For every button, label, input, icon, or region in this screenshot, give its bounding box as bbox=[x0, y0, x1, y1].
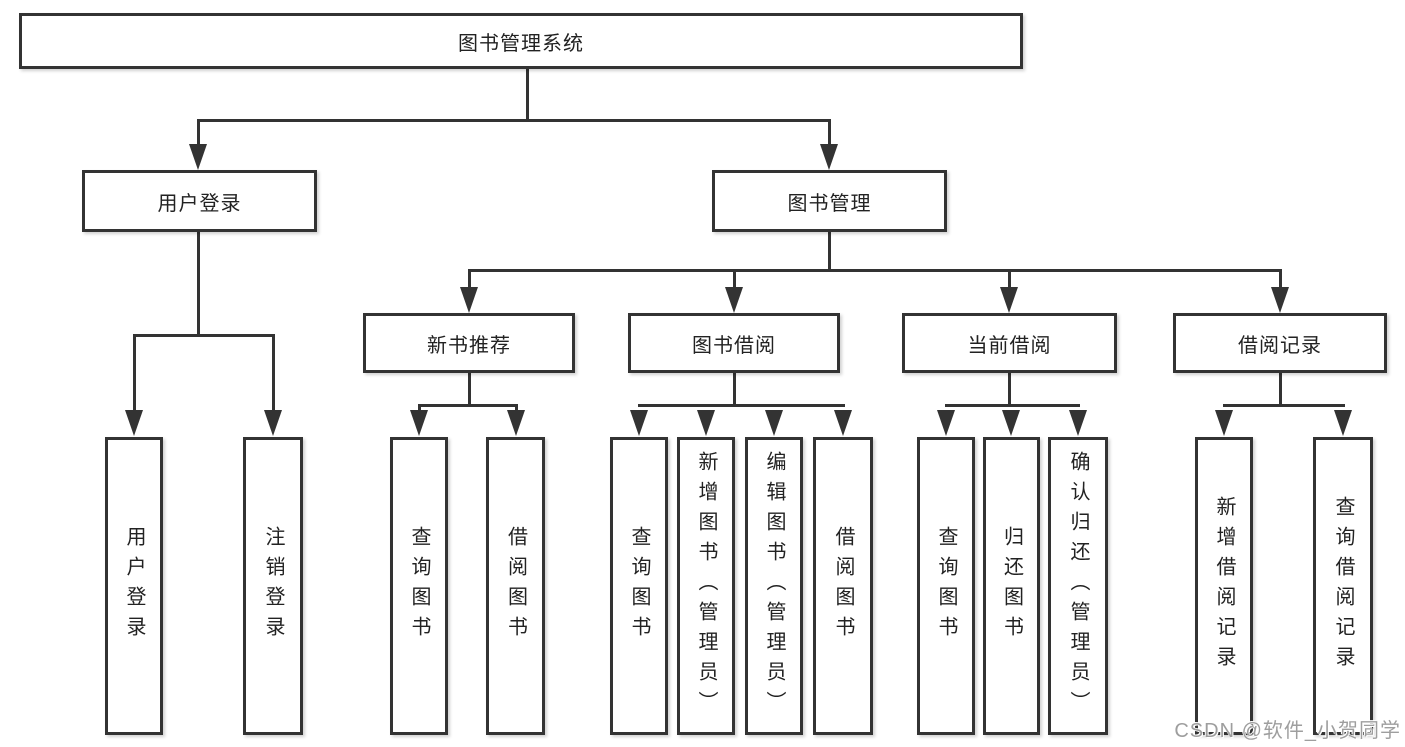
connector-stem-level3 bbox=[468, 269, 471, 290]
leaf-add-borrow-record-label: 新增借阅记录 bbox=[1213, 496, 1235, 676]
connector-new-book-branch bbox=[418, 404, 518, 407]
leaf-confirm-return-admin-label: 确认归还（管理员） bbox=[1067, 451, 1089, 721]
connector-current-borrow-drop bbox=[1008, 373, 1011, 406]
leaf-query-book-recommend-label: 查询图书 bbox=[408, 526, 430, 646]
connector-stem-level3 bbox=[1008, 269, 1011, 290]
node-current-borrow-label: 当前借阅 bbox=[967, 334, 1052, 357]
node-book-management-label: 图书管理 bbox=[787, 192, 872, 215]
arrow-down-icon bbox=[264, 410, 282, 436]
arrow-down-icon bbox=[1271, 287, 1289, 313]
arrow-down-icon bbox=[937, 410, 955, 436]
node-current-borrow: 当前借阅 bbox=[902, 313, 1117, 373]
arrow-down-icon bbox=[834, 410, 852, 436]
arrow-down-icon bbox=[725, 287, 743, 313]
connector-book-borrow-branch bbox=[638, 404, 845, 407]
arrow-down-icon bbox=[1069, 410, 1087, 436]
leaf-query-book-borrow: 查询图书 bbox=[610, 437, 668, 735]
leaf-return-book-label: 归还图书 bbox=[1000, 526, 1023, 646]
leaf-query-book-borrow-label: 查询图书 bbox=[628, 526, 650, 646]
connector-stem-user-login bbox=[197, 119, 200, 148]
leaf-query-borrow-record-label: 查询借阅记录 bbox=[1332, 496, 1354, 676]
leaf-user-login: 用户登录 bbox=[105, 437, 163, 735]
arrow-down-icon bbox=[507, 410, 525, 436]
connector-stem-level3 bbox=[733, 269, 736, 290]
leaf-add-book-admin-label: 新增图书（管理员） bbox=[695, 451, 717, 721]
leaf-logout-label: 注销登录 bbox=[262, 526, 284, 646]
connector-user-login-drop bbox=[197, 232, 200, 336]
connector-root-drop bbox=[526, 69, 529, 120]
leaf-add-borrow-record: 新增借阅记录 bbox=[1195, 437, 1253, 735]
arrow-down-icon bbox=[1215, 410, 1233, 436]
arrow-down-icon bbox=[189, 144, 207, 170]
arrow-down-icon bbox=[1002, 410, 1020, 436]
arrow-down-icon bbox=[125, 410, 143, 436]
node-user-login: 用户登录 bbox=[82, 170, 317, 232]
node-new-book-recommend: 新书推荐 bbox=[363, 313, 575, 373]
connector-borrow-records-branch bbox=[1223, 404, 1345, 407]
arrow-down-icon bbox=[1334, 410, 1352, 436]
leaf-borrow-book-recommend-label: 借阅图书 bbox=[504, 526, 527, 646]
connector-root-branch bbox=[197, 119, 831, 122]
node-borrow-records-label: 借阅记录 bbox=[1238, 334, 1322, 357]
connector-borrow-records-drop bbox=[1279, 373, 1282, 406]
connector-stem-book-management bbox=[828, 119, 831, 148]
leaf-confirm-return-admin: 确认归还（管理员） bbox=[1048, 437, 1108, 735]
arrow-down-icon bbox=[410, 410, 428, 436]
connector-user-login-branch bbox=[133, 334, 275, 337]
leaf-edit-book-admin: 编辑图书（管理员） bbox=[745, 437, 803, 735]
leaf-edit-book-admin-label: 编辑图书（管理员） bbox=[763, 451, 785, 721]
leaf-add-book-admin: 新增图书（管理员） bbox=[677, 437, 735, 735]
node-user-login-label: 用户登录 bbox=[157, 192, 242, 215]
arrow-down-icon bbox=[765, 410, 783, 436]
arrow-down-icon bbox=[460, 287, 478, 313]
leaf-query-book-recommend: 查询图书 bbox=[390, 437, 448, 735]
connector-stem-leaf bbox=[515, 404, 518, 413]
leaf-return-book: 归还图书 bbox=[983, 437, 1040, 735]
node-root-label: 图书管理系统 bbox=[458, 32, 584, 55]
leaf-logout: 注销登录 bbox=[243, 437, 303, 735]
connector-new-book-drop bbox=[468, 373, 471, 406]
connector-current-borrow-branch bbox=[945, 404, 1080, 407]
connector-book-management-drop bbox=[828, 232, 831, 271]
arrow-down-icon bbox=[1000, 287, 1018, 313]
leaf-query-borrow-record: 查询借阅记录 bbox=[1313, 437, 1373, 735]
connector-stem-leaf bbox=[418, 404, 421, 413]
node-book-borrow-label: 图书借阅 bbox=[692, 334, 776, 357]
leaf-borrow-book: 借阅图书 bbox=[813, 437, 873, 735]
arrow-down-icon bbox=[630, 410, 648, 436]
connector-stem-leaf bbox=[272, 334, 275, 413]
connector-stem-level3 bbox=[1279, 269, 1282, 290]
leaf-borrow-book-recommend: 借阅图书 bbox=[486, 437, 545, 735]
leaf-user-login-label: 用户登录 bbox=[123, 526, 145, 646]
connector-stem-leaf bbox=[133, 334, 136, 413]
arrow-down-icon bbox=[697, 410, 715, 436]
leaf-query-book-current: 查询图书 bbox=[917, 437, 975, 735]
node-book-management: 图书管理 bbox=[712, 170, 947, 232]
leaf-query-book-current-label: 查询图书 bbox=[935, 526, 957, 646]
csdn-watermark: CSDN @软件_小贺同学 bbox=[1174, 720, 1401, 742]
connector-book-borrow-drop bbox=[733, 373, 736, 406]
node-new-book-recommend-label: 新书推荐 bbox=[427, 334, 511, 357]
node-borrow-records: 借阅记录 bbox=[1173, 313, 1387, 373]
node-root: 图书管理系统 bbox=[19, 13, 1023, 69]
leaf-borrow-book-label: 借阅图书 bbox=[832, 526, 854, 646]
node-book-borrow: 图书借阅 bbox=[628, 313, 840, 373]
connector-book-management-branch bbox=[468, 269, 1282, 272]
arrow-down-icon bbox=[820, 144, 838, 170]
